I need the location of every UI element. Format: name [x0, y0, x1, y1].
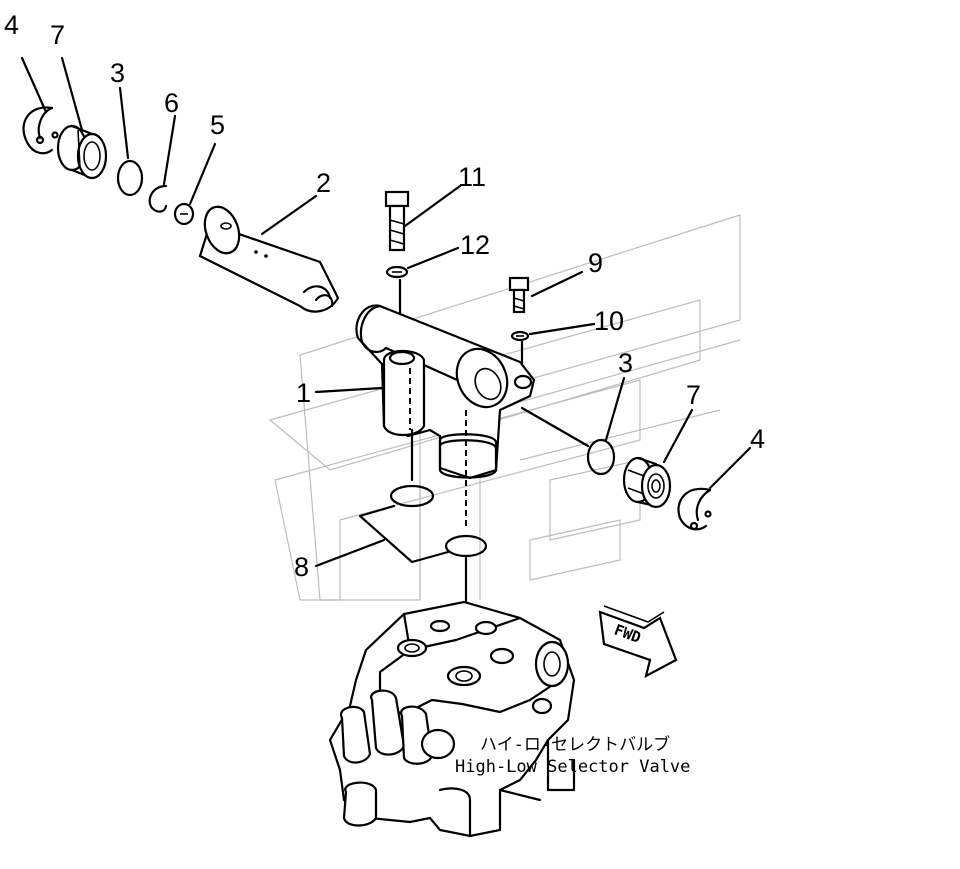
- o-ring-right: [586, 438, 616, 476]
- callout-11: 11: [458, 162, 486, 192]
- plug-top-left: [56, 124, 108, 180]
- callout-4-top-left: 4: [4, 10, 19, 40]
- callout-1: 1: [296, 378, 311, 408]
- callout-3-top-left: 3: [110, 58, 125, 88]
- callout-7-top-left: 7: [50, 20, 65, 50]
- plug-right: [622, 456, 672, 509]
- snap-ring-right: [677, 487, 712, 531]
- caption-japanese: ハイ-ロ-セレクトバルブ: [480, 734, 670, 755]
- high-low-selector-valve-body: [328, 600, 576, 838]
- callout-2: 2: [316, 168, 331, 198]
- callout-12: 12: [460, 230, 490, 260]
- callout-10: 10: [594, 306, 624, 336]
- fwd-arrow-icon: [598, 605, 678, 679]
- callout-8: 8: [294, 552, 309, 582]
- part-caption: ハイ-ロ-セレクトバルブ High-Low Selector Valve: [455, 734, 690, 777]
- callout-numbers: 4 7 3 6 5 2 11 12 9 10 1 3 7 4 8: [4, 10, 765, 582]
- callout-9: 9: [588, 248, 603, 278]
- callout-4-right: 4: [750, 424, 765, 454]
- snap-ring-top-left: [22, 106, 59, 155]
- small-snap-ring: [148, 184, 168, 213]
- washer-10: [510, 330, 530, 342]
- caption-english: High-Low Selector Valve: [455, 757, 690, 777]
- bolt-11: [384, 190, 410, 252]
- callout-5: 5: [210, 110, 225, 140]
- washer: [173, 202, 195, 226]
- callout-3-right: 3: [618, 348, 633, 378]
- shaft-tube: [198, 205, 340, 313]
- bolt-9: [508, 276, 530, 314]
- selector-housing: [355, 304, 536, 530]
- leader-lines: [20, 56, 752, 568]
- callout-7-right: 7: [686, 380, 701, 410]
- washer-12: [385, 265, 409, 279]
- o-ring-top-left: [116, 159, 144, 197]
- callout-6: 6: [164, 88, 179, 118]
